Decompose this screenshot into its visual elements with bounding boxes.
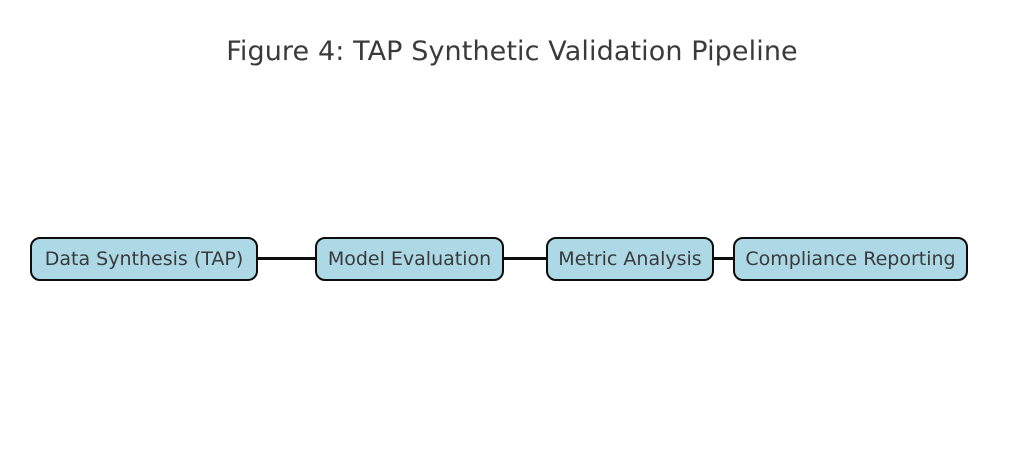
pipeline-node-label: Metric Analysis [558, 248, 702, 270]
pipeline-connector [256, 257, 317, 260]
pipeline-node-label: Compliance Reporting [745, 248, 956, 270]
pipeline-connector [502, 257, 548, 260]
pipeline-node-label: Model Evaluation [327, 248, 492, 270]
pipeline-node-model-evaluation[interactable]: Model Evaluation [315, 237, 504, 281]
pipeline-node-label: Data Synthesis (TAP) [44, 248, 244, 270]
pipeline-connector [712, 257, 735, 260]
pipeline-node-compliance-reporting[interactable]: Compliance Reporting [733, 237, 968, 281]
pipeline-node-data-synthesis-tap[interactable]: Data Synthesis (TAP) [30, 237, 258, 281]
pipeline-node-metric-analysis[interactable]: Metric Analysis [546, 237, 714, 281]
page-title: Figure 4: TAP Synthetic Validation Pipel… [226, 36, 798, 67]
